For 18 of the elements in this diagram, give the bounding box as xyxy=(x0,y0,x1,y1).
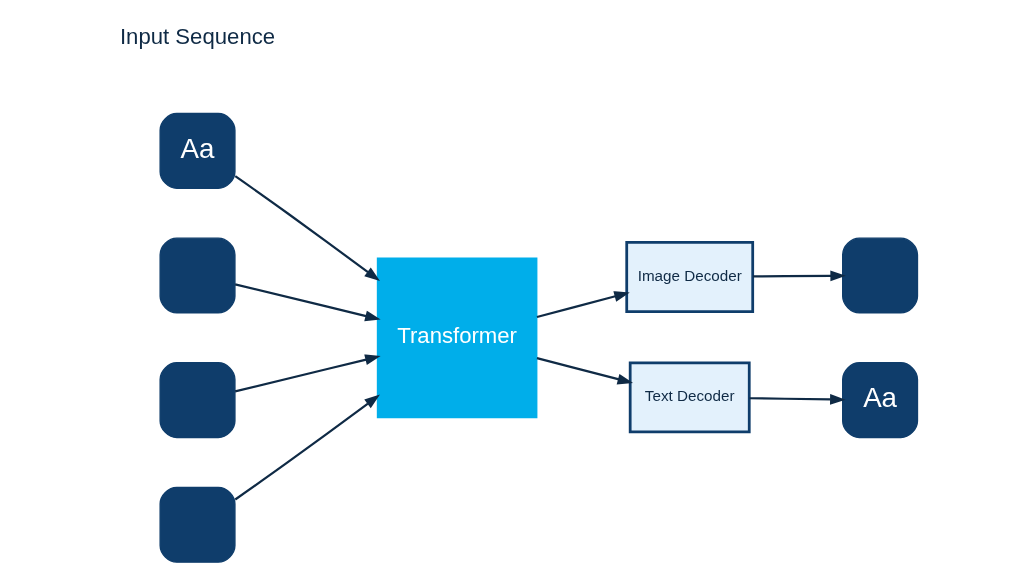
arrow xyxy=(536,357,633,385)
arrow xyxy=(234,394,380,501)
arrow xyxy=(234,354,381,393)
arrow xyxy=(234,283,381,322)
arrow xyxy=(536,291,630,319)
node-box xyxy=(158,486,236,563)
node-box: Text Decoder xyxy=(628,361,751,434)
arrow xyxy=(752,270,846,282)
node-box xyxy=(158,362,236,439)
arrow xyxy=(748,393,846,405)
arrow xyxy=(234,175,380,282)
node-box: Transformer xyxy=(376,257,537,419)
node-box xyxy=(841,237,918,314)
node-box xyxy=(158,237,236,314)
node-box: Image Decoder xyxy=(624,240,754,313)
label: Input Sequence xyxy=(119,24,275,50)
node-box: Aa xyxy=(841,362,918,439)
node-box: Aa xyxy=(158,112,236,189)
